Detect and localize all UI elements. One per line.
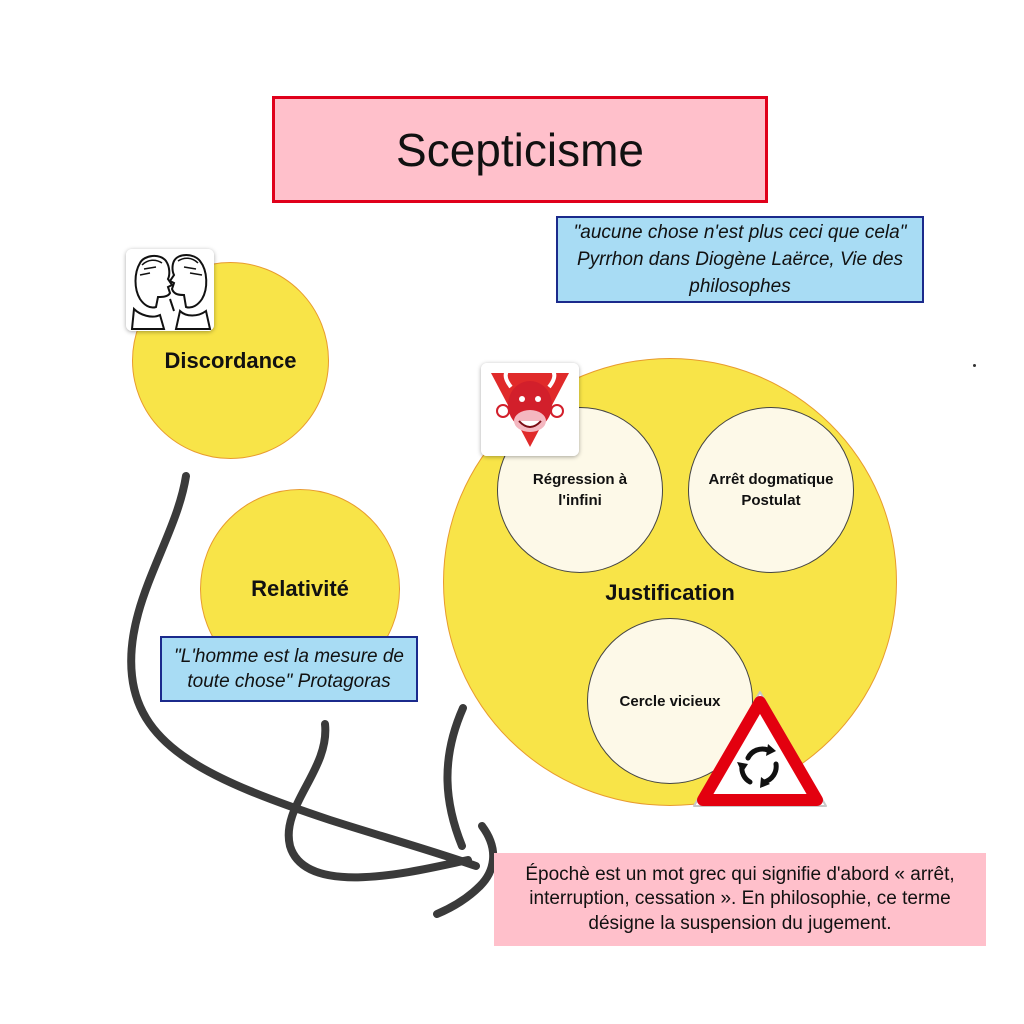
arret-circle: Arrêt dogmatique Postulat	[688, 407, 854, 573]
arguing-men-icon	[126, 249, 214, 331]
pyrrhon-quote-box: "aucune chose n'est plus ceci que cela" …	[556, 216, 924, 303]
roundabout-warning-sign-icon	[690, 688, 830, 812]
protagoras-quote-box: "L'homme est la mesure de toute chose" P…	[160, 636, 418, 702]
quote-line: "L'homme est la mesure de	[173, 646, 405, 667]
arret-label: Arrêt dogmatique Postulat	[708, 469, 833, 511]
page-title: Scepticisme	[396, 123, 644, 176]
regression-line: l'infini	[558, 492, 602, 509]
stray-dot	[973, 364, 976, 367]
title-box: Scepticisme	[272, 96, 768, 203]
epoche-definition-box: Épochè est un mot grec qui signifie d'ab…	[494, 853, 986, 946]
cercle-label: Cercle vicieux	[619, 692, 721, 710]
epoche-text: Épochè est un mot grec qui signifie d'ab…	[525, 863, 954, 937]
quote-line: toute chose" Protagoras	[187, 671, 391, 692]
arret-line: Postulat	[741, 492, 801, 509]
relativite-label: Relativité	[251, 576, 349, 601]
epoche-line: désigne la suspension du jugement.	[588, 912, 892, 934]
discordance-label: Discordance	[164, 347, 297, 373]
regression-label: Régression à l'infini	[533, 469, 627, 511]
quote-line: "aucune chose n'est plus ceci que cela"	[573, 222, 907, 243]
laughing-cow-icon	[481, 363, 579, 456]
quote-line: philosophes	[689, 276, 791, 297]
quote-line: Pyrrhon dans Diogène Laërce, Vie des	[576, 249, 904, 270]
justification-label: Justification	[605, 580, 735, 605]
epoche-line: interruption, cessation ». En philosophi…	[529, 888, 951, 910]
arret-line: Arrêt dogmatique	[708, 471, 834, 488]
regression-line: Régression à	[532, 471, 628, 488]
epoche-line: Épochè est un mot grec qui signifie d'ab…	[525, 863, 955, 885]
